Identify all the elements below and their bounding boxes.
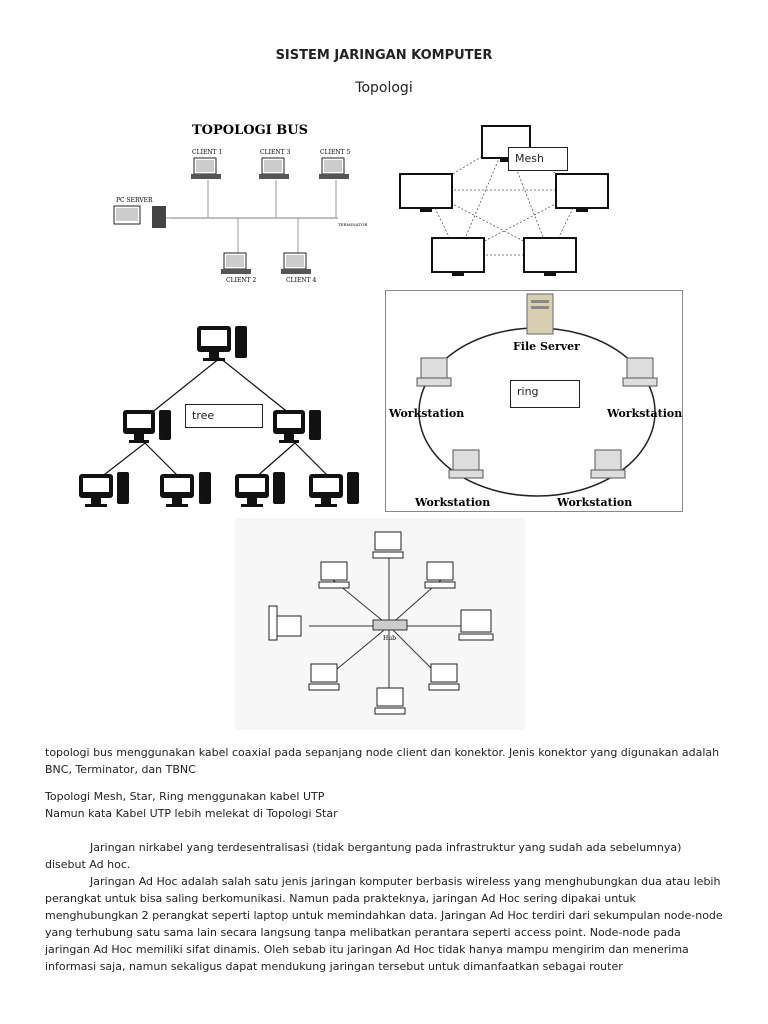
mesh-label: Mesh: [508, 147, 568, 171]
svg-text:CLIENT 4: CLIENT 4: [286, 277, 316, 284]
bus-client-3: CLIENT 3: [259, 149, 290, 218]
bus-terminator-label: TERMINATOR: [338, 222, 368, 227]
bus-topology-diagram: TOPOLOGI BUS CLIENT 1 CLIENT 3 CLIENT 5 …: [110, 118, 380, 288]
svg-text:CLIENT 5: CLIENT 5: [320, 149, 350, 156]
svg-text:File Server: File Server: [513, 340, 580, 353]
svg-text:CLIENT 3: CLIENT 3: [260, 149, 290, 156]
workstation-label: Workstation: [388, 407, 464, 420]
page-title: SISTEM JARINGAN KOMPUTER: [275, 48, 493, 63]
workstation-label: Workstation: [606, 407, 682, 420]
file-server-icon: File Server: [513, 293, 580, 353]
svg-text:CLIENT 2: CLIENT 2: [226, 277, 256, 284]
bus-client-5: CLIENT 5: [319, 149, 350, 218]
bus-client-1: CLIENT 1: [191, 149, 222, 218]
ring-topology-diagram: File Server Workstation Workstation Work…: [385, 290, 683, 512]
paragraph-utp-line2: Namun kata Kabel UTP lebih melekat di To…: [45, 807, 338, 820]
hub-label: Hub: [383, 635, 396, 642]
workstation-label: Workstation: [414, 496, 490, 509]
bus-heading: TOPOLOGI BUS: [192, 123, 308, 138]
svg-text:CLIENT 1: CLIENT 1: [192, 149, 222, 156]
bus-client-4: CLIENT 4: [281, 218, 316, 284]
bus-pc-server: PC SERVER: [113, 197, 170, 228]
ring-label: ring: [510, 380, 580, 408]
workstation-label: Workstation: [556, 496, 632, 509]
svg-text:PC SERVER: PC SERVER: [116, 197, 153, 204]
page-subtitle: Topologi: [355, 80, 413, 96]
paragraph-utp-line1: Topologi Mesh, Star, Ring menggunakan ka…: [45, 790, 325, 803]
paragraph-adhoc-definition: Jaringan nirkabel yang terdesentralisasi…: [45, 841, 682, 871]
mesh-topology-diagram: [399, 125, 609, 276]
tree-topology-diagram: [79, 326, 359, 507]
star-topology-diagram: Hub: [235, 518, 525, 730]
paragraph-adhoc-detail: Jaringan Ad Hoc adalah salah satu jenis …: [45, 875, 723, 973]
paragraph-bus: topologi bus menggunakan kabel coaxial p…: [45, 746, 720, 776]
bus-client-2: CLIENT 2: [221, 218, 256, 284]
paragraph-utp: Topologi Mesh, Star, Ring menggunakan ka…: [45, 788, 725, 822]
tree-label: tree: [185, 404, 263, 428]
